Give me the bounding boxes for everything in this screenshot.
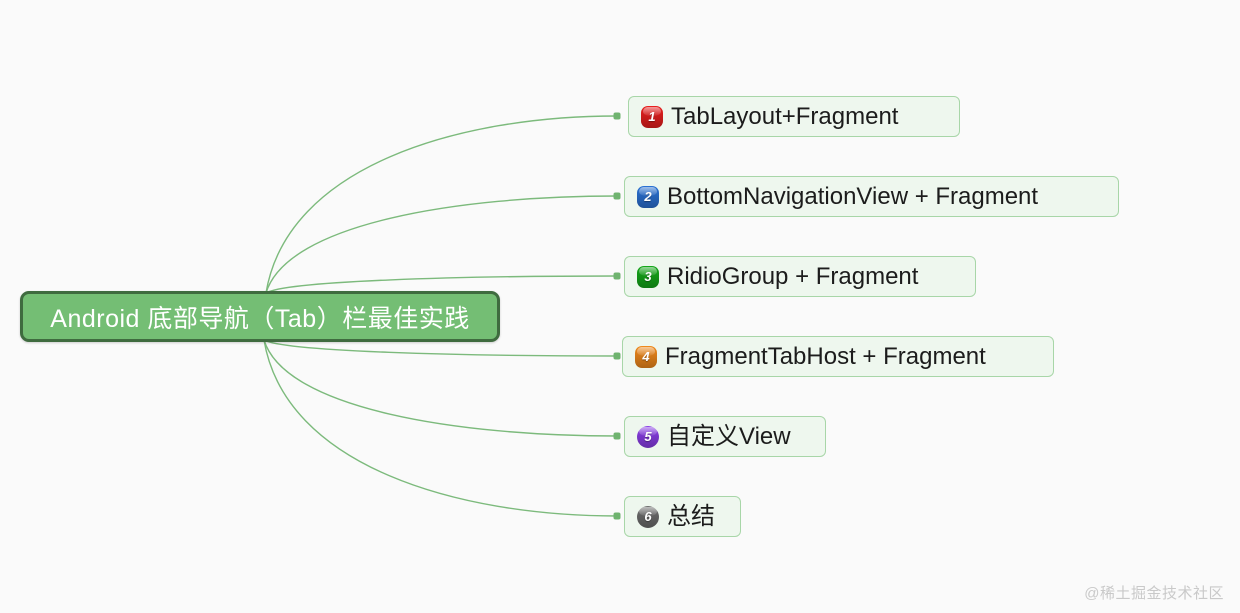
branch-node-6-label: 总结 xyxy=(667,502,715,530)
connector-4 xyxy=(263,339,618,357)
badge-number-5-icon: 5 xyxy=(637,425,659,448)
root-node-label: Android 底部导航（Tab）栏最佳实践 xyxy=(50,304,470,333)
branch-node-4[interactable]: 4 FragmentTabHost + Fragment xyxy=(622,336,1054,377)
badge-number-2-icon: 2 xyxy=(637,185,659,208)
badge-number-1-icon: 1 xyxy=(641,105,663,128)
branch-node-5[interactable]: 5 自定义View xyxy=(624,416,826,457)
watermark: @稀土掘金技术社区 xyxy=(1084,585,1224,602)
branch-node-1[interactable]: 1 TabLayout+Fragment xyxy=(628,96,960,137)
branch-node-2-label: BottomNavigationView + Fragment xyxy=(667,182,1039,210)
branch-node-3-label: RidioGroup + Fragment xyxy=(667,262,919,290)
root-node[interactable]: Android 底部导航（Tab）栏最佳实践 xyxy=(20,291,500,342)
connector-1 xyxy=(265,115,618,294)
connector-6 xyxy=(263,339,618,517)
badge-number-3-icon: 3 xyxy=(637,265,659,288)
branch-node-2[interactable]: 2 BottomNavigationView + Fragment xyxy=(624,176,1119,217)
connector-endpoint-2 xyxy=(613,192,621,200)
branch-node-6[interactable]: 6 总结 xyxy=(624,496,741,537)
connector-2 xyxy=(265,195,618,294)
connector-endpoint-3 xyxy=(613,272,621,280)
branch-node-4-label: FragmentTabHost + Fragment xyxy=(665,342,986,370)
connector-5 xyxy=(263,339,618,437)
connector-endpoint-5 xyxy=(613,432,621,440)
connector-endpoint-6 xyxy=(613,512,621,520)
badge-number-4-icon: 4 xyxy=(635,345,657,368)
connector-endpoint-4 xyxy=(613,352,621,360)
branch-node-1-label: TabLayout+Fragment xyxy=(671,102,899,130)
branch-node-3[interactable]: 3 RidioGroup + Fragment xyxy=(624,256,976,297)
connector-endpoint-1 xyxy=(613,112,621,120)
branch-node-5-label: 自定义View xyxy=(667,422,791,450)
badge-number-6-icon: 6 xyxy=(637,505,659,528)
